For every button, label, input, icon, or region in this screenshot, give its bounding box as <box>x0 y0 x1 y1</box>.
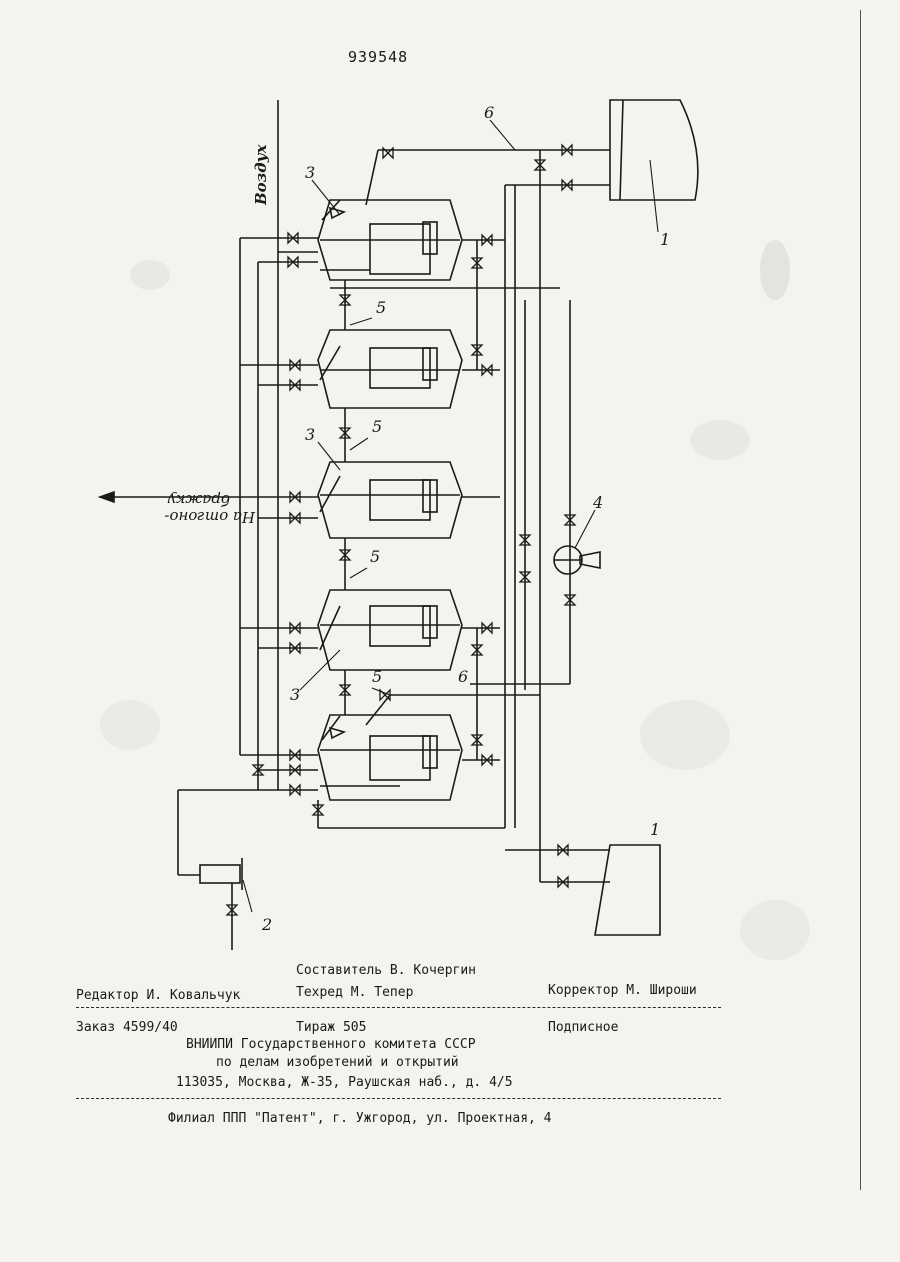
column-3 <box>318 462 462 538</box>
organization-line-1: ВНИИПИ Государственного комитета СССР <box>186 1037 476 1052</box>
corrector-line: Корректор М. Широши <box>548 983 697 998</box>
tank-bottom <box>595 845 660 935</box>
ref-connection-4: 5 <box>372 667 382 686</box>
air-label: Воздух <box>252 143 270 206</box>
editor-line: Редактор И. Ковальчук <box>76 988 240 1003</box>
svg-text:бражку: бражку <box>167 491 230 509</box>
divider-top <box>76 1007 721 1008</box>
divider-bottom <box>76 1098 721 1099</box>
ref-line-low: 6 <box>458 667 468 686</box>
pump-4 <box>554 546 600 574</box>
heater-2 <box>178 790 242 950</box>
ref-column-mid: 3 <box>305 425 315 444</box>
ref-column-top: 3 <box>305 163 315 182</box>
ref-connection-2: 5 <box>372 417 382 436</box>
ref-line-top: 6 <box>484 103 494 122</box>
column-stack <box>318 200 462 800</box>
circulation-line: Тираж 505 <box>296 1020 366 1035</box>
ref-pump: 4 <box>592 493 603 512</box>
column-1 <box>318 200 462 280</box>
address-line: 113035, Москва, Ж-35, Раушская наб., д. … <box>176 1075 513 1090</box>
outlet-arrow <box>100 492 114 502</box>
svg-text:На отгоно-: На отгоно- <box>164 508 256 526</box>
ref-connection-1: 5 <box>376 298 386 317</box>
column-4 <box>318 590 462 670</box>
ref-tank-bottom: 1 <box>650 820 660 839</box>
ref-tank-top: 1 <box>660 230 670 249</box>
ref-column-low: 3 <box>290 685 300 704</box>
branch-line: Филиал ППП "Патент", г. Ужгород, ул. Про… <box>168 1111 552 1126</box>
process-diagram: Воздух <box>0 0 900 960</box>
order-line: Заказ 4599/40 <box>76 1020 178 1035</box>
ref-heater: 2 <box>261 915 272 934</box>
column-5 <box>318 715 462 800</box>
techred-line: Техред М. Тепер <box>296 985 413 1000</box>
subscription-line: Подписное <box>548 1020 618 1035</box>
ref-connection-3: 5 <box>370 547 380 566</box>
column-2 <box>318 330 462 408</box>
compiler-line: Составитель В. Кочергин <box>296 963 476 978</box>
organization-line-2: по делам изобретений и открытий <box>216 1055 459 1070</box>
